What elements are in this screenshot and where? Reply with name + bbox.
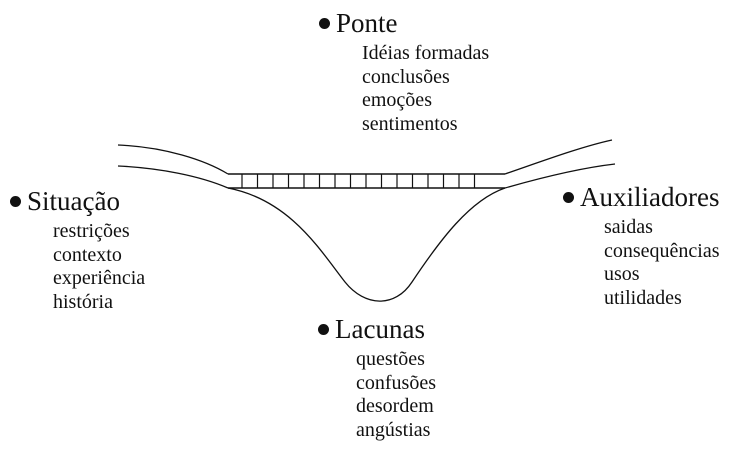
left-bank-upper-curve <box>117 144 229 175</box>
bullet-icon <box>318 323 329 335</box>
lacunas-group: Lacunas questões confusões desordem angú… <box>318 314 436 442</box>
auxiliadores-title: Auxiliadores <box>580 182 720 212</box>
lacunas-item: angústias <box>356 418 431 441</box>
bullet-icon <box>319 17 330 29</box>
left-bank-lower-curve <box>117 165 229 189</box>
lacunas-heading: Lacunas <box>318 314 436 344</box>
situacao-item: experiência <box>53 267 146 289</box>
situacao-item: contexto <box>53 243 122 266</box>
auxiliadores-item: utilidades <box>604 286 682 309</box>
ponte-item: sentimentos <box>362 112 458 135</box>
situacao-item: restrições <box>53 220 130 242</box>
situacao-item: história <box>53 290 113 313</box>
auxiliadores-item: consequências <box>604 239 720 262</box>
valley-gap-curve <box>227 187 506 302</box>
situacao-title: Situação <box>27 186 120 216</box>
situacao-group: Situação restrições contexto experiência… <box>10 186 145 314</box>
ponte-heading: Ponte <box>319 8 489 38</box>
bullet-icon <box>563 191 574 203</box>
lacunas-items: questões confusões desordem angústias <box>356 348 436 442</box>
lacunas-item: questões <box>356 348 425 370</box>
auxiliadores-item: saidas <box>604 216 653 238</box>
lacunas-item: desordem <box>356 395 434 417</box>
lacunas-title: Lacunas <box>335 314 425 344</box>
ponte-group: Ponte Idéias formadas conclusões emoções… <box>319 8 489 136</box>
ponte-title: Ponte <box>336 8 398 38</box>
ponte-items: Idéias formadas conclusões emoções senti… <box>362 42 489 136</box>
bridge-deck <box>228 173 505 189</box>
auxiliadores-group: Auxiliadores saidas consequências usos u… <box>563 182 720 310</box>
lacunas-item: confusões <box>356 371 436 394</box>
situacao-items: restrições contexto experiência história <box>53 220 145 314</box>
ponte-item: emoções <box>362 89 432 111</box>
ponte-item: conclusões <box>362 65 450 88</box>
ponte-item: Idéias formadas <box>362 42 490 64</box>
auxiliadores-item: usos <box>604 263 640 285</box>
auxiliadores-heading: Auxiliadores <box>563 182 720 212</box>
right-bank-lower-curve <box>504 163 616 189</box>
auxiliadores-items: saidas consequências usos utilidades <box>604 216 720 310</box>
situacao-heading: Situação <box>10 186 145 216</box>
bullet-icon <box>10 195 21 207</box>
right-bank-upper-curve <box>504 139 613 175</box>
bridge-rungs <box>241 174 476 188</box>
